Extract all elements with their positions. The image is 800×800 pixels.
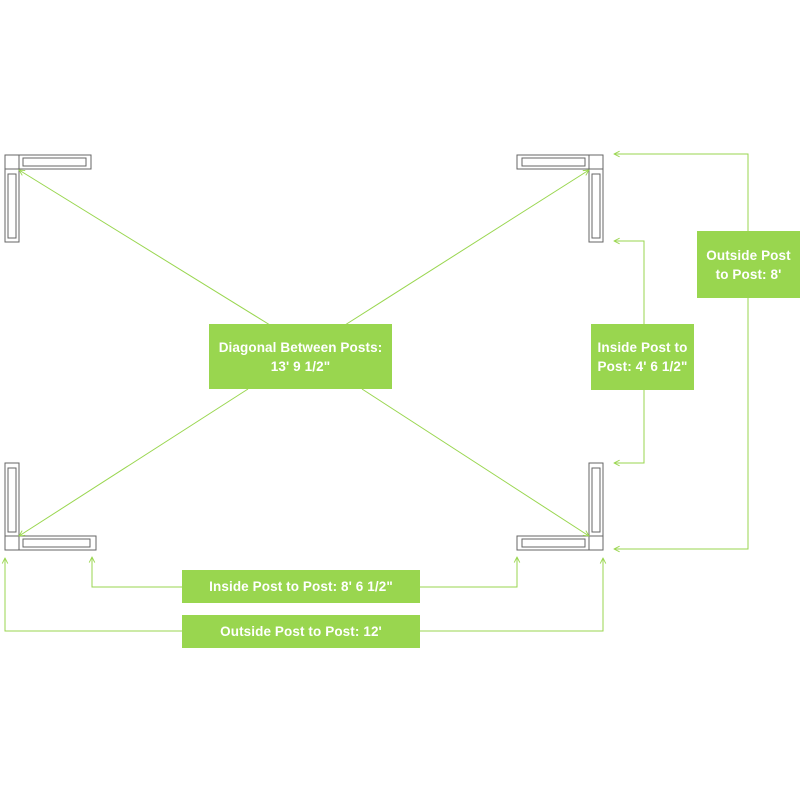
corner-post-top-left: [4, 154, 92, 243]
inside-vertical-label-line2: Post: 4' 6 1/2": [597, 359, 688, 374]
inside-vertical-label-box: [591, 324, 694, 390]
diagonal-label-line1: Diagonal Between Posts:: [218, 339, 383, 355]
label-backgrounds: [182, 231, 800, 648]
corner-post-top-right: [516, 154, 604, 243]
outside-vertical-label-line1: Outside Post: [706, 247, 791, 263]
outside-vertical-label: Outside Post to Post: 8': [697, 231, 800, 298]
outside-vertical-label-line2: to Post: 8': [715, 266, 782, 282]
diagonal-line-bottom-right: [361, 388, 589, 536]
diagonal-line-bottom-left: [19, 388, 249, 536]
diagonal-lines: [19, 170, 589, 536]
inside-horizontal-label-text: Inside Post to Post: 8' 6 1/2": [209, 579, 393, 594]
corner-post-bottom-right: [516, 462, 604, 551]
outside-vertical-dimension-lines: [614, 154, 749, 549]
diagonal-line-top-right: [344, 170, 589, 326]
corner-post-bottom-left: [4, 462, 97, 551]
inside-horizontal-dimension-lines: [92, 557, 517, 588]
inside-vertical-label-line1: Inside Post to: [597, 340, 688, 355]
diagonal-label: Diagonal Between Posts: 13' 9 1/2": [209, 324, 392, 389]
diagonal-line-top-left: [19, 170, 271, 326]
diagonal-label-box: [209, 324, 392, 389]
outside-horizontal-label-text: Outside Post to Post: 12': [220, 624, 382, 639]
inside-vertical-label: Inside Post to Post: 4' 6 1/2": [591, 324, 694, 390]
diagonal-label-line2: 13' 9 1/2": [270, 358, 331, 374]
inside-vertical-dimension-lines: [614, 241, 645, 463]
outside-horizontal-label: Outside Post to Post: 12': [182, 615, 420, 648]
outside-horizontal-dimension-lines: [5, 558, 603, 632]
inside-horizontal-label: Inside Post to Post: 8' 6 1/2": [182, 570, 420, 603]
inside-horizontal-label-box: [182, 570, 420, 603]
outside-vertical-label-box: [697, 231, 800, 298]
outside-horizontal-label-box: [182, 615, 420, 648]
